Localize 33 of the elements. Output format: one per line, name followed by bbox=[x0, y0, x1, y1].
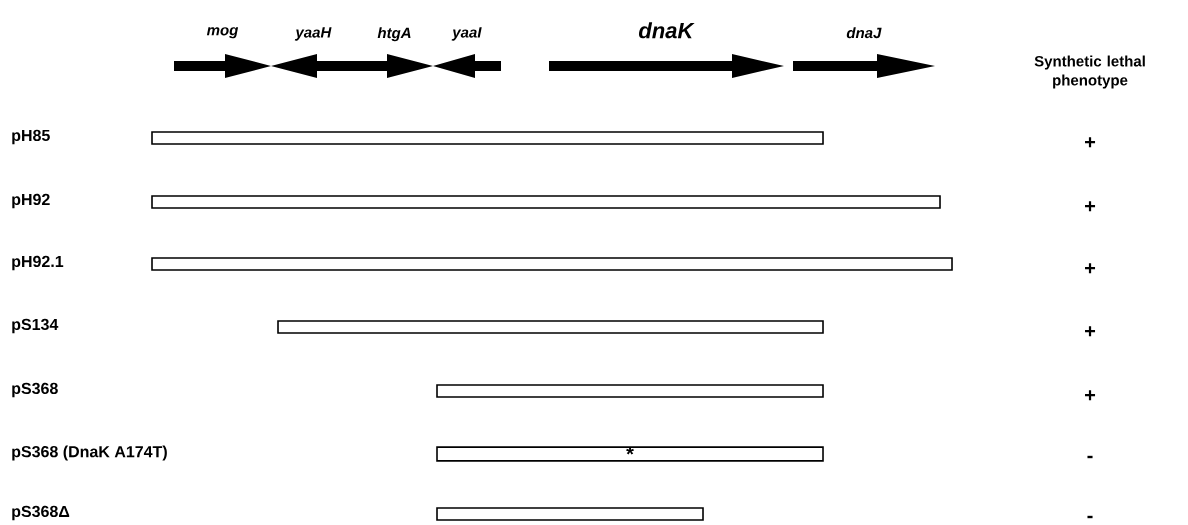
construct-bar bbox=[151, 195, 941, 209]
phenotype-sign: + bbox=[1085, 137, 1096, 148]
gene-block: mog bbox=[174, 27, 271, 78]
phenotype-sign: + bbox=[1085, 263, 1096, 274]
node-label: dnaK bbox=[638, 22, 695, 39]
gene-block: yaaI bbox=[433, 27, 501, 78]
gene-block: yaaH bbox=[271, 27, 356, 78]
phenotype-sign: - bbox=[1087, 455, 1093, 459]
construct-name: pH92.1 bbox=[12, 255, 64, 271]
phenotype-sign: + bbox=[1085, 390, 1096, 401]
construct-bar bbox=[277, 320, 824, 334]
construct-bar bbox=[151, 131, 824, 145]
construct-bar bbox=[436, 507, 704, 521]
phenotype-sign: + bbox=[1085, 201, 1096, 212]
phenotype-sign: - bbox=[1087, 515, 1093, 519]
phenotype-sign: + bbox=[1085, 326, 1096, 337]
construct-bar bbox=[436, 384, 824, 398]
construct-bar bbox=[151, 257, 953, 271]
column-header: Synthetic lethal phenotype bbox=[1034, 55, 1145, 89]
gene-block: dnaK bbox=[549, 22, 784, 78]
gene-block: dnaJ bbox=[793, 27, 935, 78]
construct-name: pH92 bbox=[12, 193, 50, 209]
gene-block: htgA bbox=[356, 27, 433, 78]
construct-name: pH85 bbox=[12, 129, 50, 145]
construct-name: pS368 bbox=[12, 382, 58, 398]
node-label: dnaJ bbox=[846, 27, 882, 39]
node-label: yaaH bbox=[294, 27, 332, 41]
construct-name: pS368 (DnaK A174T) bbox=[12, 445, 167, 461]
node-label: yaaI bbox=[451, 27, 482, 41]
construct-name: pS368Δ bbox=[12, 505, 70, 521]
node-label: htgA bbox=[377, 27, 411, 42]
node-label: mog bbox=[206, 27, 239, 39]
construct-name: pS134 bbox=[12, 318, 59, 334]
